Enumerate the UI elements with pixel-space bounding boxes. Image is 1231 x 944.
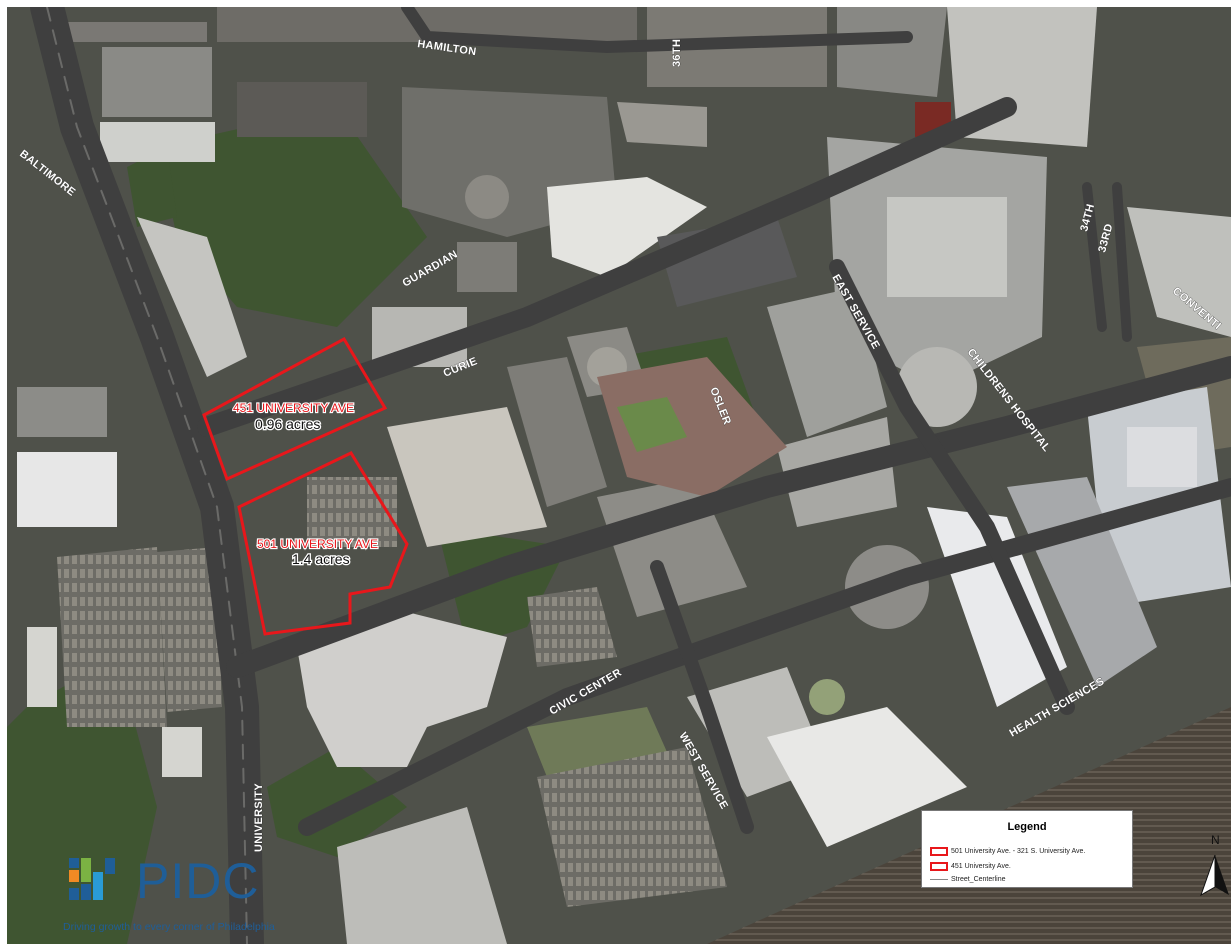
residential-buildings bbox=[47, 7, 827, 162]
legend-item-street: Street_Centerline bbox=[930, 873, 1005, 885]
parcel-501-acres: 1.4 acres bbox=[292, 551, 350, 567]
north-arrow-icon: N bbox=[1200, 833, 1229, 897]
parking-lots bbox=[57, 477, 727, 907]
parcel-501-name: 501 UNIVERSITY AVE bbox=[257, 537, 378, 551]
campus-buildings bbox=[17, 7, 1231, 944]
legend-title: Legend bbox=[1007, 821, 1047, 833]
map-canvas: HAMILTON 36TH BALTIMORE GUARDIAN CURIE O… bbox=[7, 7, 1231, 944]
street-label-university: UNIVERSITY bbox=[253, 783, 265, 852]
pidc-logo-mark-icon bbox=[69, 858, 115, 900]
north-arrow-label: N bbox=[1211, 833, 1220, 847]
plaza bbox=[597, 357, 787, 497]
parcel-labels: 451 UNIVERSITY AVE 0.96 acres 501 UNIVER… bbox=[232, 400, 379, 568]
legend-item-451: 451 University Ave. bbox=[930, 860, 1011, 872]
street-label-36th: 36TH bbox=[671, 39, 683, 67]
legend-label-451: 451 University Ave. bbox=[951, 862, 1011, 870]
pidc-wordmark: PIDC bbox=[136, 853, 260, 909]
plaza-lawn bbox=[617, 397, 687, 452]
parcel-451-name: 451 UNIVERSITY AVE bbox=[233, 401, 354, 415]
parcel-501-outline[interactable] bbox=[237, 451, 409, 636]
roads bbox=[30, 7, 1231, 944]
pidc-tagline: Driving growth to every corner of Philad… bbox=[63, 921, 275, 933]
legend-item-501: 501 University Ave. - 321 S. University … bbox=[930, 845, 1085, 857]
legend-label-501: 501 University Ave. - 321 S. University … bbox=[951, 847, 1086, 855]
pidc-logo: PIDC Driving growth to every corner of P… bbox=[63, 853, 301, 938]
legend-swatch-501 bbox=[930, 846, 948, 856]
aerial-map[interactable]: HAMILTON 36TH BALTIMORE GUARDIAN CURIE O… bbox=[7, 7, 1231, 944]
map-legend: Legend 501 University Ave. - 321 S. Univ… bbox=[921, 810, 1133, 888]
parcel-451-outline[interactable] bbox=[202, 336, 388, 482]
legend-line-street bbox=[930, 878, 948, 880]
parcel-451-acres: 0.96 acres bbox=[255, 416, 320, 432]
legend-swatch-451 bbox=[930, 861, 948, 871]
legend-label-street: Street_Centerline bbox=[951, 875, 1006, 883]
